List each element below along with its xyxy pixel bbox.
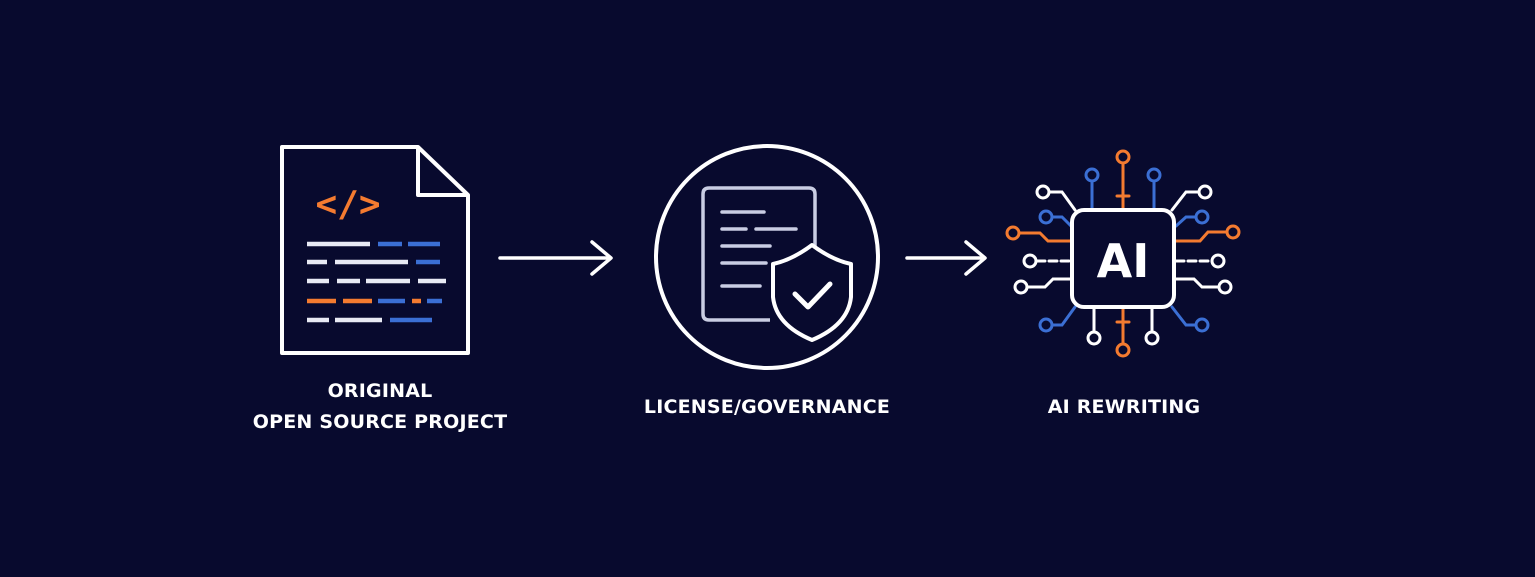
step-label-source: ORIGINAL OPEN SOURCE PROJECT <box>220 376 540 438</box>
checkmark-icon <box>792 281 833 310</box>
code-document-icon: </> <box>280 145 470 355</box>
chip-ai-text: AI <box>1097 234 1150 288</box>
ai-chip-icon: AI <box>1005 149 1241 358</box>
chip-body <box>1070 208 1176 309</box>
step-label-line: LICENSE/GOVERNANCE <box>643 396 891 418</box>
step-label-ai: AI REWRITING <box>964 392 1284 423</box>
shield-document-icon <box>654 144 880 370</box>
step-label-license: LICENSE/GOVERNANCE <box>607 392 927 423</box>
shield-icon <box>771 243 853 342</box>
step-label-line: AI REWRITING <box>1047 396 1201 418</box>
step-label-line: ORIGINAL <box>327 380 433 402</box>
arrow-right-icon <box>498 240 613 276</box>
step-label-line: OPEN SOURCE PROJECT <box>252 411 508 433</box>
arrow-right-icon <box>905 240 987 276</box>
code-brackets-glyph: </> <box>315 184 380 225</box>
code-lines <box>307 241 446 323</box>
